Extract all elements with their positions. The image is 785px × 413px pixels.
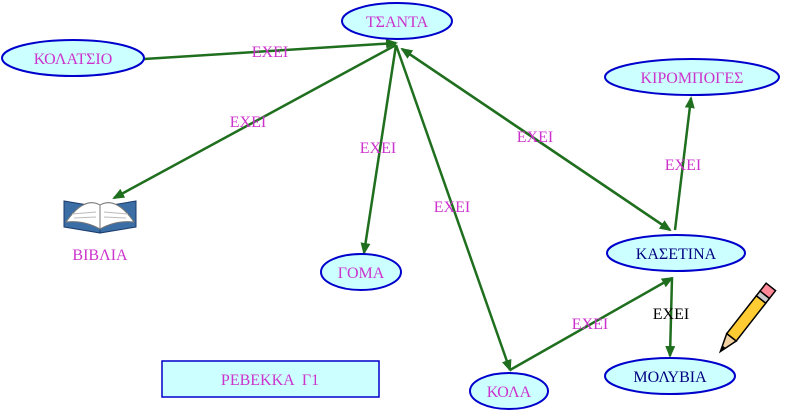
node-kirompoges[interactable]: ΚΙΡΟΜΠΟΓΕΣ (604, 58, 780, 96)
node-label-vivlia: ΒΙΒΛΙΑ (72, 247, 128, 264)
node-label-tsanta: ΤΣΑΝΤΑ (366, 14, 429, 31)
node-label-kolatsio: ΚΟΛΑΤΣΙΟ (34, 51, 113, 68)
open-book-icon (63, 200, 137, 234)
edge-tsanta-kola (394, 44, 512, 372)
node-tsanta[interactable]: ΤΣΑΝΤΑ (341, 2, 453, 40)
node-kolatsio[interactable]: ΚΟΛΑΤΣΙΟ (1, 39, 145, 77)
edge-kasetina-tsanta (401, 47, 672, 232)
author-box: ΡΕΒΕΚΚΑ Γ1 (161, 360, 380, 398)
node-label-goma: ΓΟΜΑ (338, 265, 385, 282)
node-molyvia[interactable]: ΜΟΛΥΒΙΑ (604, 357, 736, 395)
edge-kolatsio-tsanta (143, 38, 398, 61)
edge-kasetina-molyvia (665, 277, 676, 358)
edge-label-tsanta-kasetina: ΕΧΕΙ (517, 129, 553, 146)
node-label-molyvia: ΜΟΛΥΒΙΑ (633, 369, 707, 386)
edge-label-kasetina-molyvia: ΕΧΕΙ (653, 306, 689, 323)
author-name: ΡΕΒΕΚΚΑ Γ1 (221, 372, 319, 389)
pencil-icon (718, 282, 777, 354)
node-kola[interactable]: ΚΟΛΑ (469, 372, 549, 410)
edge-label-kolatsio-tsanta: ΕΧΕΙ (252, 44, 288, 61)
edge-label-tsanta-vivlia: ΕΧΕΙ (230, 114, 266, 131)
edge-tsanta-vivlia (112, 43, 397, 200)
node-label-kasetina: ΚΑΣΕΤΙΝΑ (636, 246, 717, 263)
edge-kasetina-kirompoges (673, 96, 695, 231)
node-kasetina[interactable]: ΚΑΣΕΤΙΝΑ (606, 234, 746, 272)
node-goma[interactable]: ΓΟΜΑ (320, 253, 402, 291)
node-label-kirompoges: ΚΙΡΟΜΠΟΓΕΣ (640, 70, 743, 87)
edge-tsanta-goma (360, 44, 398, 255)
edge-label-tsanta-kola: ΕΧΕΙ (434, 199, 470, 216)
edge-label-kola-kasetina: ΕΧΕΙ (572, 316, 608, 333)
edge-kola-kasetina (509, 276, 674, 372)
node-label-kola: ΚΟΛΑ (487, 384, 532, 401)
edge-label-tsanta-goma: ΕΧΕΙ (360, 140, 396, 157)
edge-label-kasetina-kirompoges: ΕΧΕΙ (665, 157, 701, 174)
